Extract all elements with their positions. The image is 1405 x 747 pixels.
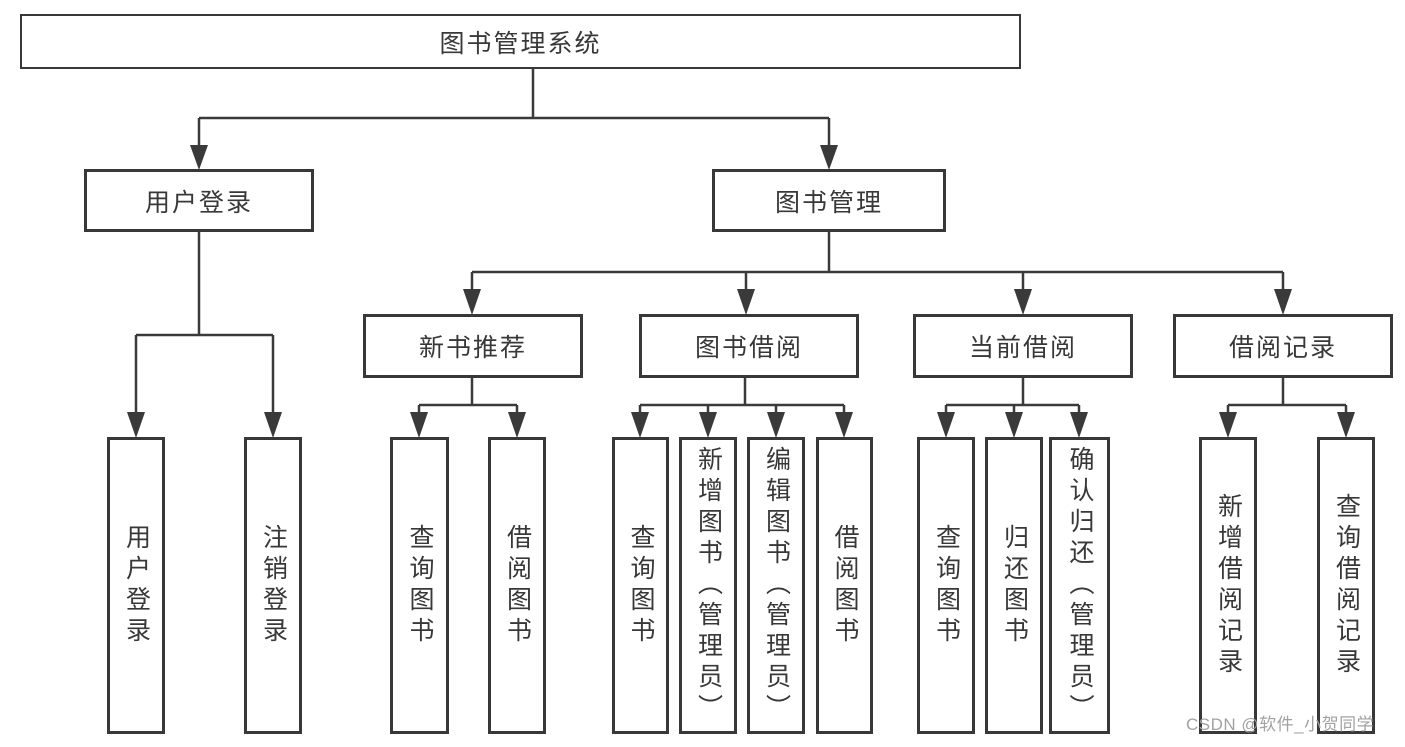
node-borrow-records: 借阅记录 (1173, 314, 1393, 378)
leaf-query-books-current: 查询图书 (917, 437, 975, 734)
leaf-logout-label: 注销登录 (259, 523, 288, 648)
leaf-query-books-recommend-label: 查询图书 (406, 523, 434, 648)
leaf-query-borrow-record-label: 查询借阅记录 (1332, 492, 1361, 679)
node-user-login-branch-label: 用户登录 (144, 188, 253, 217)
leaf-query-books-recommend: 查询图书 (390, 437, 449, 734)
node-root-label: 图书管理系统 (439, 29, 602, 58)
csdn-watermark: CSDN @软件_小贺同学 (1186, 715, 1375, 734)
leaf-return-books-label: 归还图书 (1000, 523, 1029, 648)
leaf-borrow-books-recommend-label: 借阅图书 (503, 523, 532, 648)
leaf-borrow-books-recommend: 借阅图书 (488, 437, 546, 734)
leaf-add-borrow-record: 新增借阅记录 (1199, 437, 1257, 734)
leaf-add-borrow-record-label: 新增借阅记录 (1214, 492, 1243, 679)
leaf-logout: 注销登录 (244, 437, 302, 734)
node-book-management-label: 图书管理 (774, 188, 883, 217)
node-user-login-branch: 用户登录 (84, 169, 314, 232)
node-new-book-recommend-label: 新书推荐 (418, 334, 527, 362)
node-book-management: 图书管理 (712, 169, 946, 232)
node-book-borrow-label: 图书借阅 (694, 334, 803, 362)
node-borrow-records-label: 借阅记录 (1228, 334, 1337, 362)
leaf-user-login-label: 用户登录 (122, 523, 151, 648)
leaf-edit-books-admin: 编辑图书（管理员） (747, 437, 805, 734)
leaf-add-books-admin: 新增图书（管理员） (679, 437, 737, 734)
leaf-borrow-books-borrow-label: 借阅图书 (831, 523, 859, 648)
leaf-confirm-return-admin-label: 确认归还（管理员） (1066, 446, 1094, 725)
node-root-system: 图书管理系统 (20, 14, 1021, 69)
arrowhead-icons (127, 145, 1355, 438)
leaf-query-books-borrow-label: 查询图书 (627, 523, 655, 648)
leaf-borrow-books-borrow: 借阅图书 (816, 437, 873, 734)
node-book-borrow: 图书借阅 (639, 314, 859, 378)
leaf-add-books-admin-label: 新增图书（管理员） (694, 446, 723, 725)
node-new-book-recommend: 新书推荐 (363, 314, 583, 378)
leaf-confirm-return-admin: 确认归还（管理员） (1049, 437, 1110, 734)
leaf-query-books-current-label: 查询图书 (932, 523, 961, 648)
leaf-user-login: 用户登录 (107, 437, 165, 734)
node-current-borrow-label: 当前借阅 (968, 334, 1077, 362)
leaf-return-books: 归还图书 (985, 437, 1043, 734)
leaf-query-books-borrow: 查询图书 (612, 437, 669, 734)
leaf-edit-books-admin-label: 编辑图书（管理员） (762, 446, 791, 725)
node-current-borrow: 当前借阅 (913, 314, 1133, 378)
leaf-query-borrow-record: 查询借阅记录 (1317, 437, 1375, 734)
